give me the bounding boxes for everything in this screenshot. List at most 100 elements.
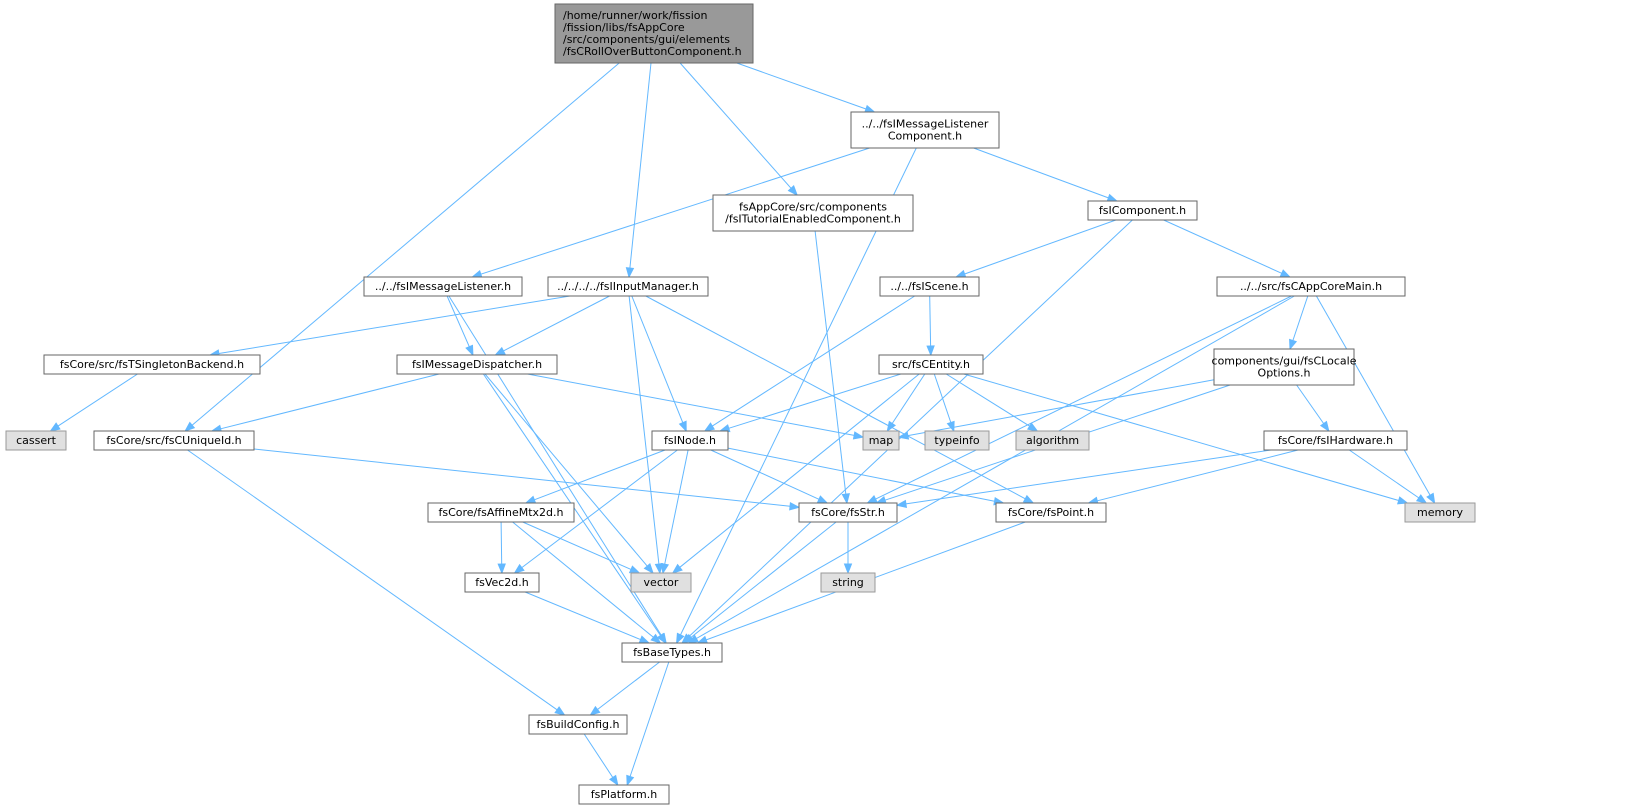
edge-line (1296, 384, 1325, 424)
edge-line (679, 373, 920, 568)
node-label: ../../fsIMessageListener.h (375, 280, 511, 293)
node-affine[interactable]: fsCore/fsAffineMtx2d.h (427, 502, 575, 523)
edge-line (512, 521, 654, 638)
node-string: string (820, 572, 876, 593)
node-label: typeinfo (934, 434, 979, 447)
node-inode[interactable]: fsINode.h (651, 430, 729, 451)
node-icomponent[interactable]: fsIComponent.h (1087, 200, 1198, 221)
edge-affine-to-vector (522, 521, 641, 574)
edge-uniqueid-to-fsstr (253, 448, 801, 511)
edge-icomponent-to-iscene (954, 219, 1117, 278)
node-label: fsCore/src/fsTSingletonBackend.h (60, 358, 244, 371)
edge-appcoremain-to-fsstr (866, 295, 1292, 504)
edge-centity-to-memory (963, 373, 1409, 505)
edge-arrowhead (554, 706, 566, 716)
node-dispatcher[interactable]: fsIMessageDispatcher.h (396, 354, 558, 375)
edge-arrowhead (946, 420, 955, 433)
edge-line (503, 295, 610, 352)
edge-arrowhead (852, 431, 865, 440)
edge-appcoremain-to-basetypes (687, 295, 1295, 644)
node-singleton[interactable]: fsCore/src/fsTSingletonBackend.h (43, 354, 261, 375)
edge-root-to-inputmanager (625, 62, 652, 279)
node-label: algorithm (1026, 434, 1079, 447)
node-label: ../../../../fsIInputManager.h (557, 280, 699, 293)
edge-arrowhead (626, 774, 635, 787)
edge-arrowhead (49, 422, 61, 432)
edge-root-to-uniqueid (184, 62, 620, 432)
edge-arrowhead (703, 422, 716, 432)
edge-arrowhead (654, 563, 664, 575)
edge-hardware-to-fspoint (1087, 449, 1299, 505)
node-centity[interactable]: src/fsCEntity.h (878, 354, 984, 375)
node-label: src/fsCEntity.h (892, 358, 970, 371)
node-label: fsIComponent.h (1099, 204, 1186, 217)
node-label: /src/components/gui/elements (563, 33, 730, 46)
edge-locale-to-map (897, 379, 1215, 440)
edge-line (57, 373, 138, 427)
node-fsstr[interactable]: fsCore/fsStr.h (798, 502, 898, 523)
node-box (630, 572, 692, 593)
edge-line (631, 295, 684, 423)
edge-line (521, 449, 678, 568)
edge-line (629, 661, 670, 777)
edge-line (218, 295, 571, 354)
node-box (1213, 348, 1355, 386)
edge-line (933, 373, 952, 423)
edge-tutorial-to-fsstr (814, 230, 850, 505)
edge-line (905, 449, 1272, 505)
edge-arrowhead (954, 269, 967, 278)
edge-arrowhead (1319, 420, 1330, 433)
node-label: fsBuildConfig.h (537, 718, 620, 731)
node-basetypes[interactable]: fsBaseTypes.h (621, 642, 723, 663)
node-inputmanager[interactable]: ../../../../fsIInputManager.h (547, 276, 709, 297)
edge-line (690, 521, 837, 638)
node-fspoint[interactable]: fsCore/fsPoint.h (995, 502, 1107, 523)
node-vec2d[interactable]: fsVec2d.h (464, 572, 540, 593)
node-box (850, 111, 1000, 149)
edge-arrowhead (1397, 496, 1409, 505)
node-label: fsIMessageDispatcher.h (412, 358, 542, 371)
node-box (798, 502, 898, 523)
edge-inputmanager-to-singleton (208, 295, 571, 358)
node-msglistener[interactable]: ../../fsIMessageListener.h (363, 276, 523, 297)
edge-line (964, 219, 1117, 275)
edge-inputmanager-to-inode (631, 295, 687, 433)
edge-line (963, 373, 1399, 501)
node-platform[interactable]: fsPlatform.h (578, 784, 670, 805)
edge-uniqueid-to-buildconfig (187, 449, 566, 716)
node-box (528, 714, 628, 735)
node-label: fsBaseTypes.h (633, 646, 711, 659)
edge-line (664, 449, 689, 565)
edge-line (945, 373, 1030, 427)
edge-centity-to-algorithm (945, 373, 1039, 432)
node-uniqueid[interactable]: fsCore/src/fsCUniqueId.h (93, 430, 255, 451)
edge-line (891, 373, 926, 424)
node-appcoremain[interactable]: ../../src/fsCAppCoreMain.h (1216, 276, 1406, 297)
edge-line (187, 449, 558, 711)
node-hardware[interactable]: fsCore/fsIHardware.h (1263, 430, 1408, 451)
node-iscene[interactable]: ../../fsIScene.h (879, 276, 980, 297)
edge-arrowhead (628, 565, 641, 574)
node-label: memory (1417, 506, 1463, 519)
edge-arrowhead (843, 563, 853, 575)
node-box (1015, 430, 1090, 451)
edge-iscene-to-inode (703, 295, 915, 432)
node-root[interactable]: /home/runner/work/fission/fission/libs/f… (554, 3, 754, 64)
edge-line (583, 733, 614, 778)
node-label: fsPlatform.h (591, 788, 657, 801)
node-tutorial[interactable]: fsAppCore/src/components/fsITutorialEnab… (712, 194, 914, 232)
edge-arrowhead (1022, 494, 1035, 504)
edge-line (929, 295, 932, 347)
node-buildconfig[interactable]: fsBuildConfig.h (528, 714, 628, 735)
edge-singleton-to-cassert (49, 373, 138, 432)
node-box (712, 194, 914, 232)
edge-arrowhead (789, 502, 801, 511)
node-label: Options.h (1258, 367, 1311, 380)
edge-arrowhead (895, 499, 907, 509)
node-box (578, 784, 670, 805)
edge-arrowhead (625, 267, 635, 279)
edge-msglistener-to-dispatcher (446, 295, 474, 357)
edge-basetypes-to-platform (626, 661, 670, 787)
